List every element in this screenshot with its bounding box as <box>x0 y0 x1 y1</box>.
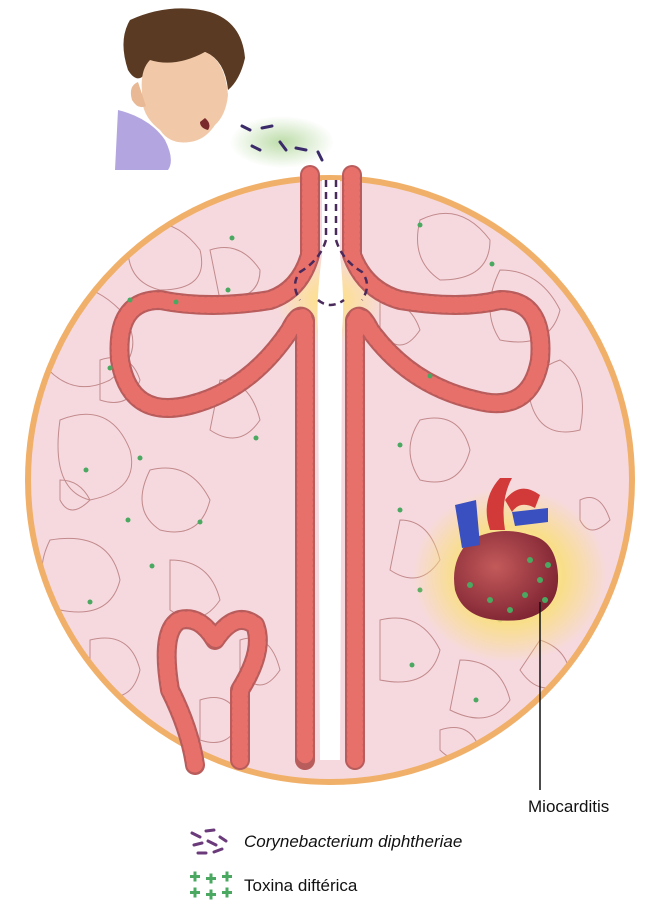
legend-toxin-label: Toxina diftérica <box>244 876 357 896</box>
bacteria-icon <box>184 825 240 859</box>
toxin-icon <box>184 869 240 903</box>
miocarditis-label: Miocarditis <box>528 797 609 817</box>
breath-cloud <box>230 116 334 168</box>
lumen <box>318 180 344 760</box>
legend-bacteria: Corynebacterium diphtheriae <box>184 825 604 859</box>
man-head-icon <box>115 8 245 170</box>
legend-bacteria-label: Corynebacterium diphtheriae <box>244 832 462 852</box>
legend-toxin: Toxina diftérica <box>184 869 604 903</box>
